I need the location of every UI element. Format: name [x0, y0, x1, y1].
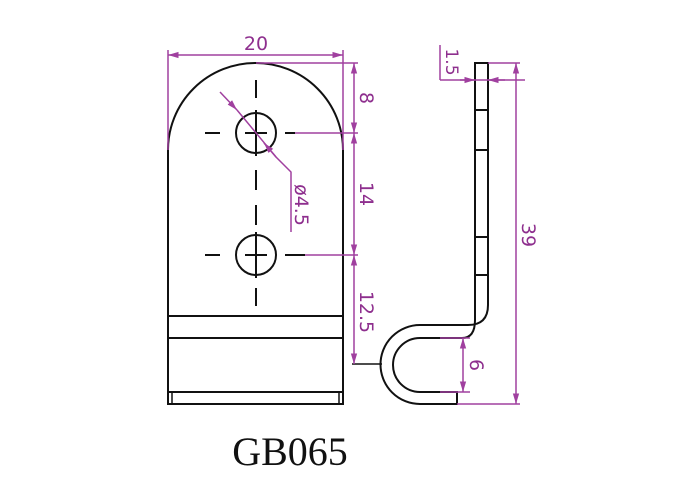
dim-thickness-label: 1.5 [441, 48, 461, 75]
front-outline [167, 62, 344, 405]
front-dimensions [167, 50, 358, 364]
dim-width-label: 20 [244, 33, 268, 55]
part-number: GB065 [232, 429, 348, 474]
dim-hole-diameter-label: ø4.5 [290, 184, 312, 226]
front-view [167, 62, 382, 405]
dim-hook-label: 6 [465, 359, 487, 371]
dim-hole-to-bend-label: 12.5 [355, 291, 377, 333]
dim-total-height-label: 39 [517, 223, 539, 247]
dim-hole-spacing-label: 14 [355, 182, 377, 206]
center-lines [205, 80, 305, 306]
side-view [379, 62, 489, 405]
dim-top-to-hole-label: 8 [355, 92, 377, 104]
side-profile [379, 62, 489, 405]
side-dimensions [439, 45, 525, 405]
